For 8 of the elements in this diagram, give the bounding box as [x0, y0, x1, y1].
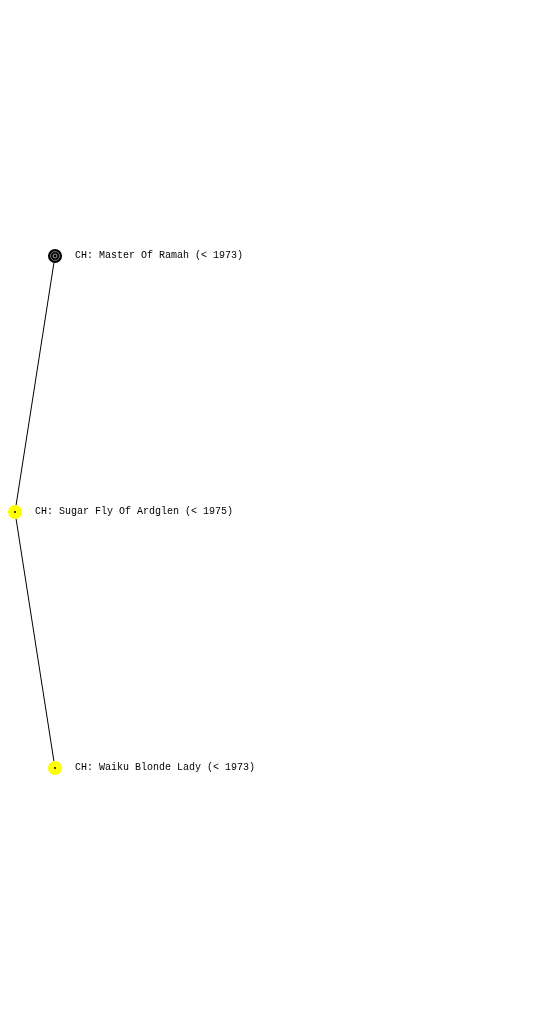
- connector-line: [15, 262, 55, 506]
- dot-icon: [48, 761, 62, 775]
- node-label: CH: Waiku Blonde Lady (< 1973): [75, 762, 256, 774]
- dot-icon: [48, 249, 62, 263]
- node-label: CH: Master Of Ramah (< 1973): [75, 250, 244, 262]
- node-label: CH: Sugar Fly Of Ardglen (< 1975): [35, 506, 234, 518]
- dot-icon: [8, 505, 22, 519]
- connector-line: [15, 518, 55, 762]
